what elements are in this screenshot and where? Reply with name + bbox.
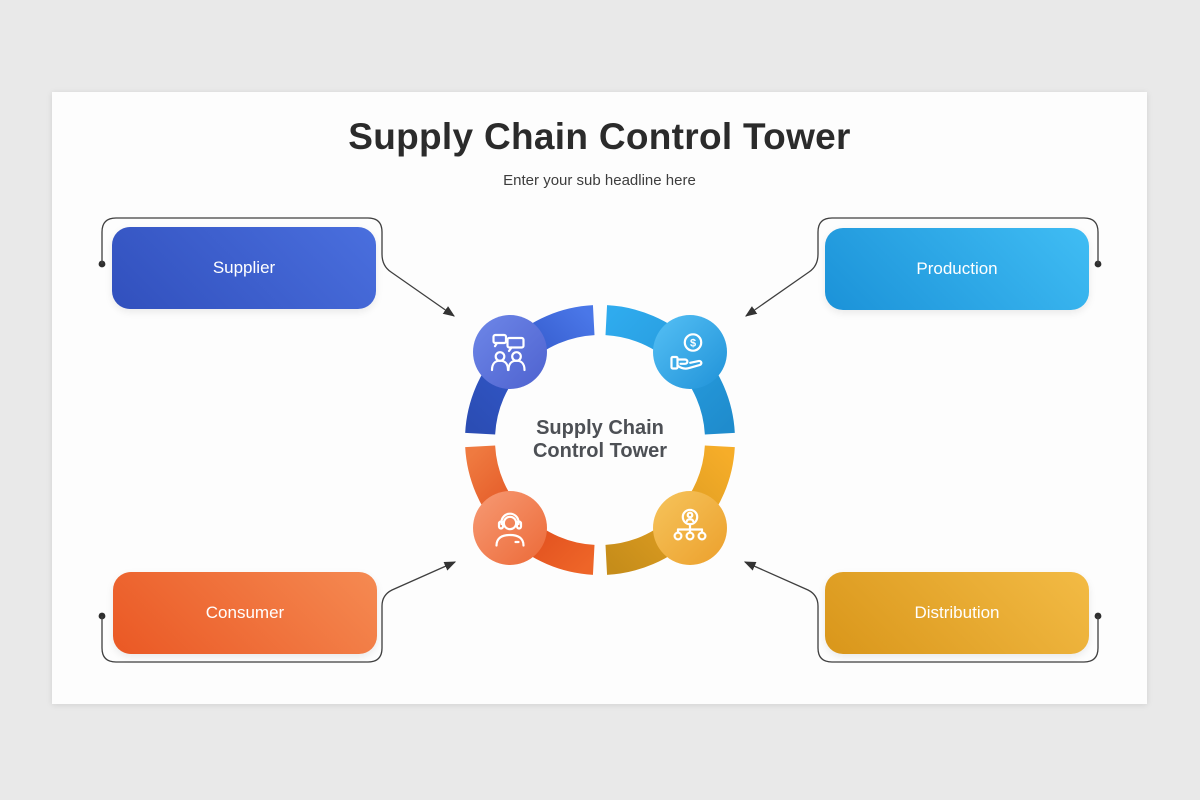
node-consumer: Consumer — [113, 572, 377, 654]
connector-supplier — [98, 217, 455, 317]
node-production-label: Production — [916, 259, 998, 278]
connector-consumer — [98, 561, 457, 663]
node-consumer-label: Consumer — [205, 603, 285, 622]
node-distribution-label: Distribution — [914, 603, 1000, 622]
node-supplier: Supplier — [112, 227, 376, 309]
badge-production — [653, 315, 727, 389]
slide-title: Supply Chain Control Tower — [348, 116, 851, 157]
coin-hand-icon: $ — [670, 333, 703, 370]
connector-production — [745, 217, 1102, 317]
connector-lines — [98, 217, 1102, 663]
connector-distribution — [743, 561, 1102, 663]
node-supplier-label: Supplier — [212, 258, 276, 277]
connector-dot — [98, 260, 106, 268]
node-production: Production — [825, 228, 1089, 310]
svg-text:$: $ — [690, 338, 696, 350]
badge-supplier — [473, 315, 547, 389]
badge-consumer — [473, 491, 547, 565]
node-distribution: Distribution — [825, 572, 1089, 654]
hierarchy-icon — [673, 508, 707, 541]
discussion-icon — [490, 333, 526, 372]
connector-dot — [1094, 260, 1102, 268]
slide: Supply Chain Control Tower Enter your su… — [52, 92, 1147, 704]
slide-subtitle: Enter your sub headline here — [503, 172, 696, 189]
control-tower-ring: $ — [465, 305, 735, 575]
headset-person-icon — [495, 512, 525, 547]
